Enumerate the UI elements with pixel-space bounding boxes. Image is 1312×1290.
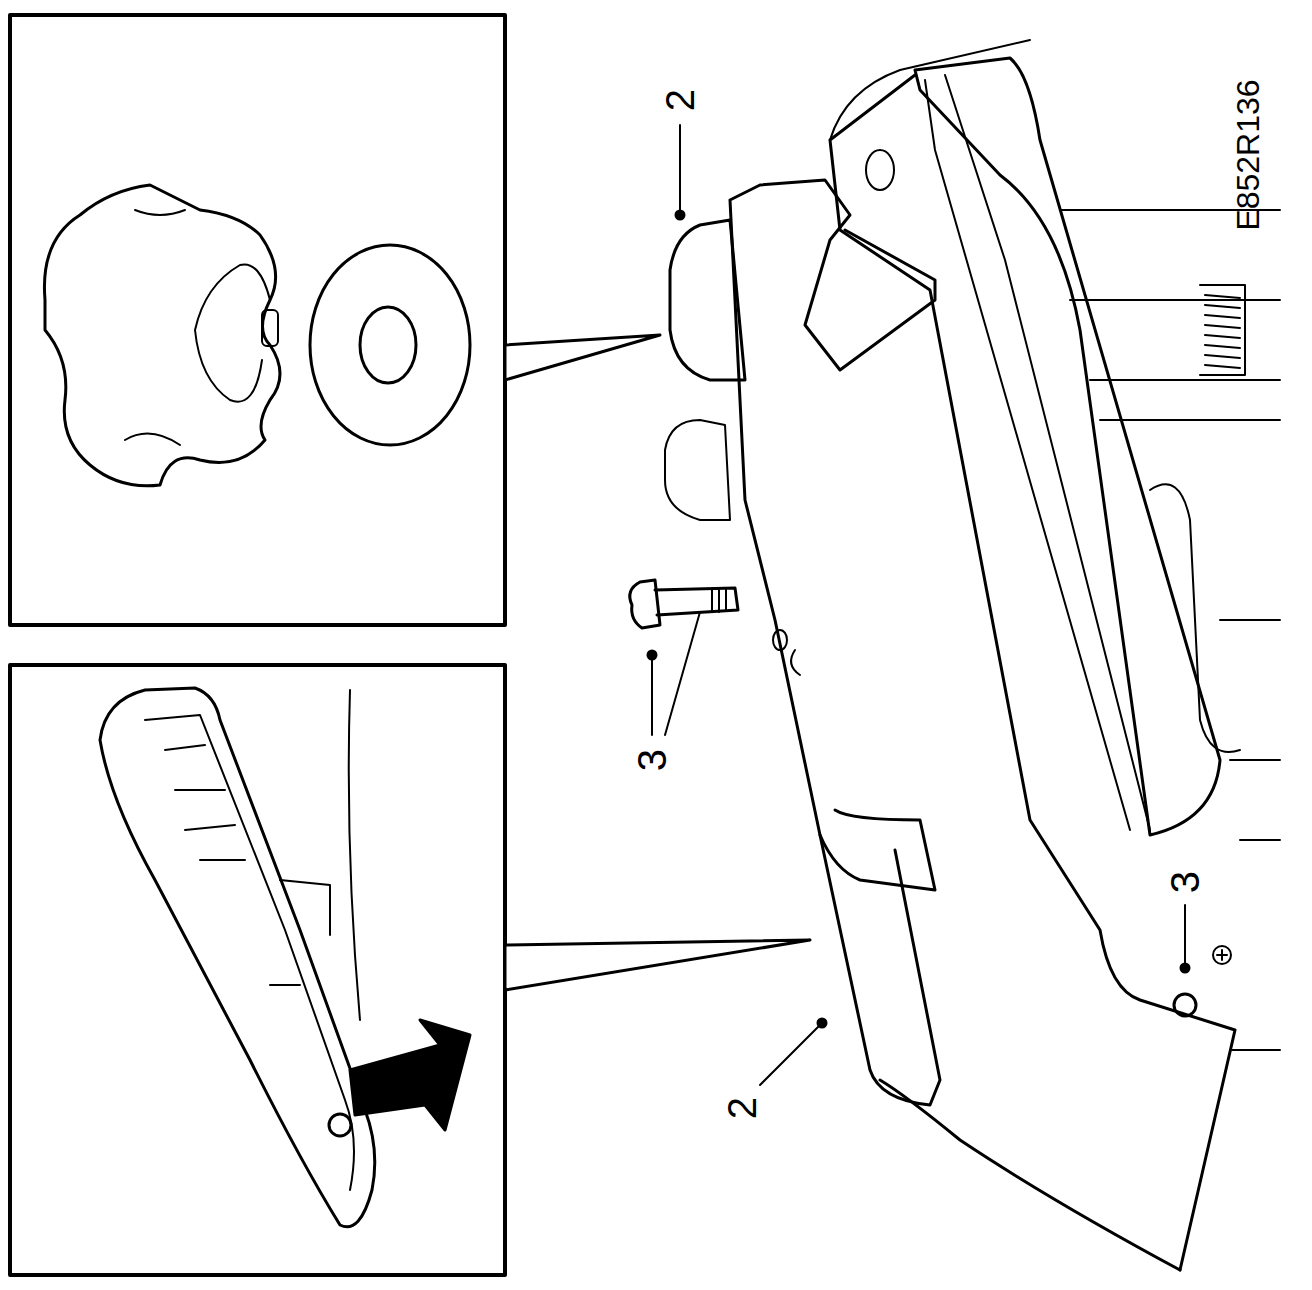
spring-coil — [1205, 295, 1240, 368]
end-piece-rib — [165, 745, 300, 985]
leader-line — [1184, 905, 1186, 965]
inset-pointer — [505, 940, 810, 990]
mounting-bracket — [730, 180, 935, 890]
inset-frame — [10, 665, 505, 1275]
callout-number: 3 — [1165, 871, 1205, 893]
leader-line — [760, 1025, 820, 1085]
inset-frame — [10, 15, 505, 625]
bolt-shank — [655, 588, 738, 615]
buffer — [44, 185, 280, 486]
beam-edge — [925, 75, 1150, 830]
clip — [665, 420, 730, 520]
end-piece-main — [820, 835, 940, 1105]
spring — [1200, 285, 1245, 375]
callout-number: 3 — [632, 749, 672, 771]
leader-line — [652, 612, 700, 735]
end-piece — [100, 688, 375, 1227]
bolt-hole — [773, 630, 787, 650]
screw — [1213, 946, 1231, 964]
buffer-detail — [125, 210, 185, 445]
callout-number: 2 — [660, 89, 700, 111]
buffer-detail — [195, 264, 270, 401]
bracket-hole — [866, 150, 894, 190]
callout-number: 2 — [722, 1097, 762, 1119]
end-piece-edge — [145, 715, 354, 1190]
leader-dot — [1181, 964, 1189, 972]
leader-dot — [648, 651, 656, 659]
bolt — [1174, 994, 1196, 1016]
body-line — [1150, 484, 1240, 752]
body-line — [830, 40, 1280, 1050]
buffer-stud — [262, 310, 278, 346]
bolt-head — [630, 580, 660, 628]
leader-line — [679, 125, 681, 213]
bumper-cover — [880, 1080, 1180, 1270]
bolt-thread — [712, 589, 726, 612]
leader-dot — [818, 1019, 826, 1027]
screw-slot — [1217, 950, 1227, 960]
washer — [310, 245, 470, 445]
inset-pointer — [505, 335, 660, 380]
hint-line — [280, 690, 360, 1020]
leader-dot — [676, 211, 684, 219]
clip-slot — [791, 650, 800, 675]
washer-hole — [360, 307, 416, 383]
direction-arrow — [350, 1020, 470, 1130]
figure-code: E852R136 — [1232, 79, 1264, 230]
clip-hole — [329, 1114, 351, 1136]
buffer — [670, 220, 745, 380]
